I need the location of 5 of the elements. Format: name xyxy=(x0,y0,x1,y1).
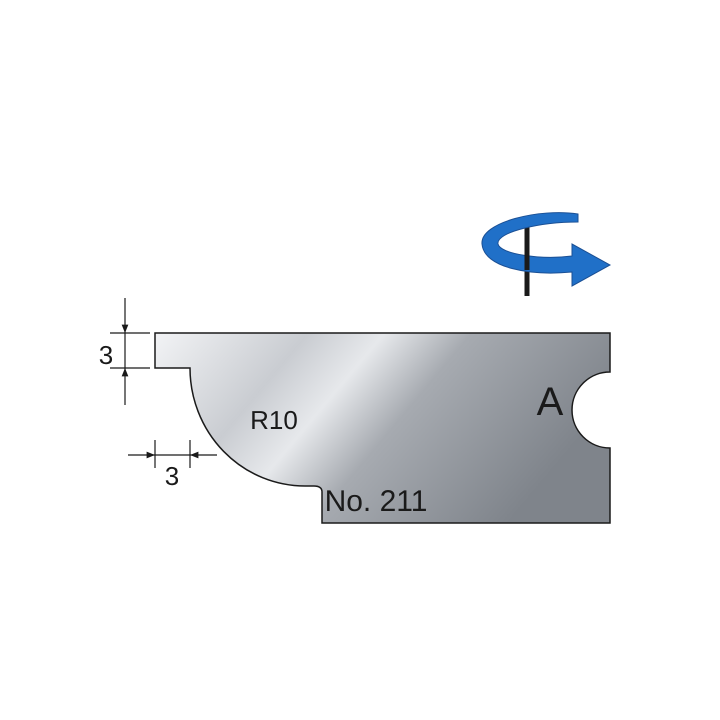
radius-label: R10 xyxy=(250,407,298,433)
profile-letter: A xyxy=(536,382,564,422)
dimension-value: 3 xyxy=(164,463,180,489)
part-number: No. 211 xyxy=(324,487,428,517)
dimension-value: 3 xyxy=(98,342,114,368)
